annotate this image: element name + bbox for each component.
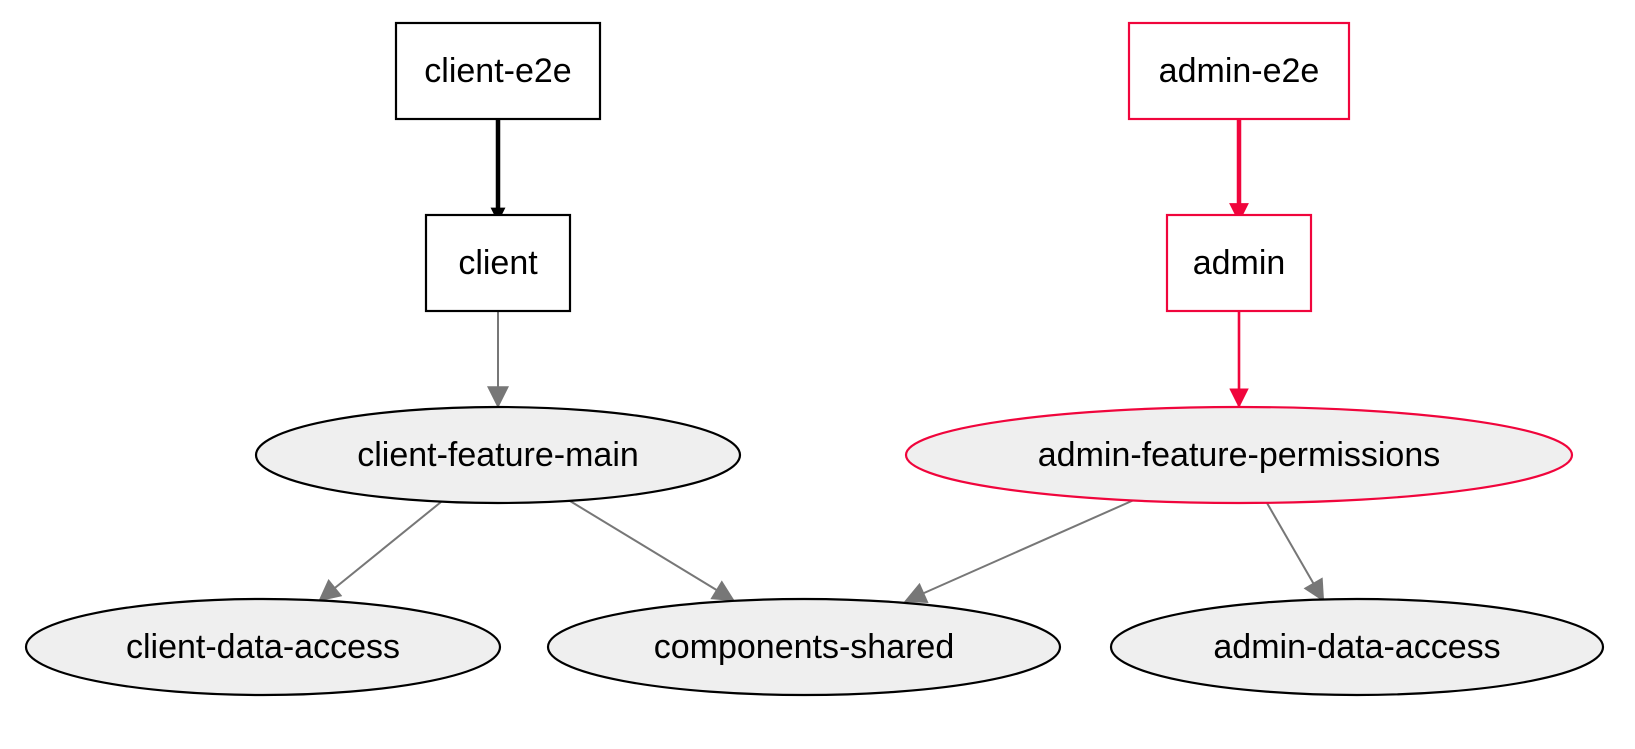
node-label: admin-feature-permissions <box>1038 436 1441 474</box>
node-admin-feature-permissions[interactable]: admin-feature-permissions <box>904 405 1574 505</box>
node-label: admin <box>1193 244 1286 282</box>
node-label: client-feature-main <box>357 436 639 474</box>
node-components-shared[interactable]: components-shared <box>546 597 1062 697</box>
node-box <box>394 21 602 121</box>
node-label: client-data-access <box>126 628 400 666</box>
nodes-layer: client-e2e client client-feature-main clien… <box>24 21 1605 697</box>
node-box <box>424 213 572 313</box>
node-label: components-shared <box>654 628 955 666</box>
node-label: client-e2e <box>424 52 571 90</box>
node-client[interactable]: client <box>424 213 572 313</box>
edge-client-feature-main-to-client-data-access <box>318 501 442 602</box>
node-admin-data-access[interactable]: admin-data-access <box>1109 597 1605 697</box>
edge-admin-feature-permissions-to-admin-data-access <box>1266 502 1325 602</box>
node-admin-e2e[interactable]: admin-e2e <box>1127 21 1351 121</box>
node-label: admin-data-access <box>1213 628 1500 666</box>
edges-layer <box>318 119 1325 604</box>
node-client-feature-main[interactable]: client-feature-main <box>254 405 742 505</box>
edge-admin-feature-permissions-to-components-shared <box>903 499 1135 604</box>
node-ellipse <box>1109 597 1605 697</box>
node-ellipse <box>254 405 742 505</box>
node-label: client <box>458 244 538 282</box>
node-box <box>1127 21 1351 121</box>
node-label: admin-e2e <box>1159 52 1320 90</box>
node-box <box>1165 213 1313 313</box>
node-ellipse <box>904 405 1574 505</box>
node-client-data-access[interactable]: client-data-access <box>24 597 502 697</box>
node-ellipse <box>546 597 1062 697</box>
node-admin[interactable]: admin <box>1165 213 1313 313</box>
node-ellipse <box>24 597 502 697</box>
node-client-e2e[interactable]: client-e2e <box>394 21 602 121</box>
edge-client-feature-main-to-components-shared <box>569 500 735 602</box>
